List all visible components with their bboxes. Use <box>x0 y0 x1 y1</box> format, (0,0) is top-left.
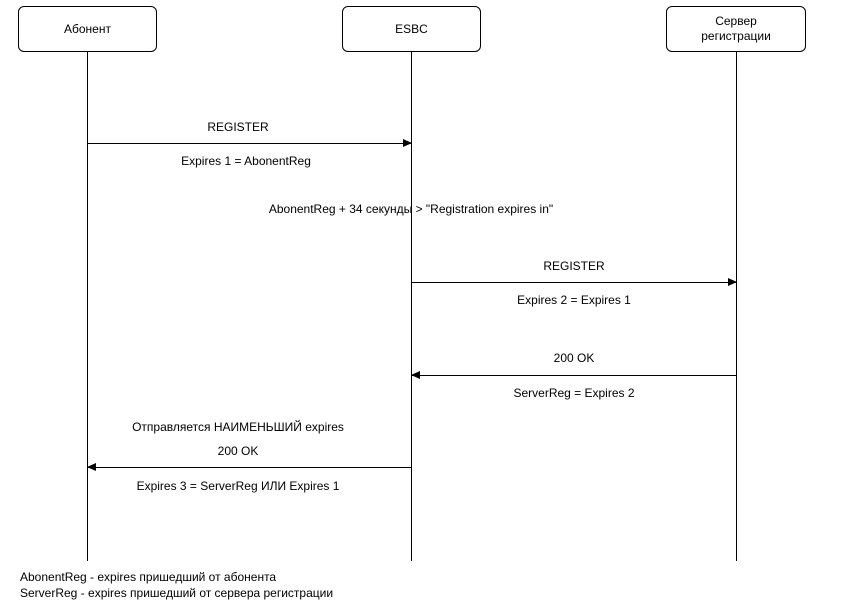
subscriber-lifeline <box>87 51 88 561</box>
message-ok-2-label: 200 OK <box>217 444 259 458</box>
subscriber-label: Абонент <box>64 21 111 36</box>
subscriber-participant: Абонент <box>18 6 157 52</box>
esbc-participant: ESBC <box>342 6 481 52</box>
message-register-1-label: REGISTER <box>207 120 269 134</box>
message-register-2-label: REGISTER <box>543 259 605 273</box>
message-register-1-arrow <box>88 139 412 147</box>
server-label-line1: Сервер <box>715 14 757 28</box>
message-ok-1-label: 200 OK <box>553 351 595 365</box>
message-register-2-arrow <box>412 278 737 286</box>
legend-line-2: ServerReg - expires пришедший от сервера… <box>20 586 334 600</box>
message-ok-1-arrow <box>411 371 736 379</box>
server-label: Сервер регистрации <box>701 14 771 44</box>
message-register-2-note: Expires 2 = Expires 1 <box>517 293 631 307</box>
esbc-expiry-note: AbonentReg + 34 секунды > "Registration … <box>268 202 554 216</box>
message-ok-1-note: ServerReg = Expires 2 <box>513 386 635 400</box>
esbc-lifeline <box>411 51 412 561</box>
server-lifeline <box>736 51 737 561</box>
message-ok-2-above: Отправляется НАИМЕНЬШИЙ expires <box>132 420 344 434</box>
message-ok-2-arrow <box>87 463 411 471</box>
server-label-line2: регистрации <box>701 29 771 43</box>
esbc-label: ESBC <box>395 21 428 36</box>
message-register-1-note: Expires 1 = AbonentReg <box>181 154 311 168</box>
message-ok-2-note: Expires 3 = ServerReg ИЛИ Expires 1 <box>136 479 340 493</box>
legend-line-1: AbonentReg - expires пришедший от абонен… <box>20 570 277 584</box>
server-participant: Сервер регистрации <box>666 6 806 52</box>
